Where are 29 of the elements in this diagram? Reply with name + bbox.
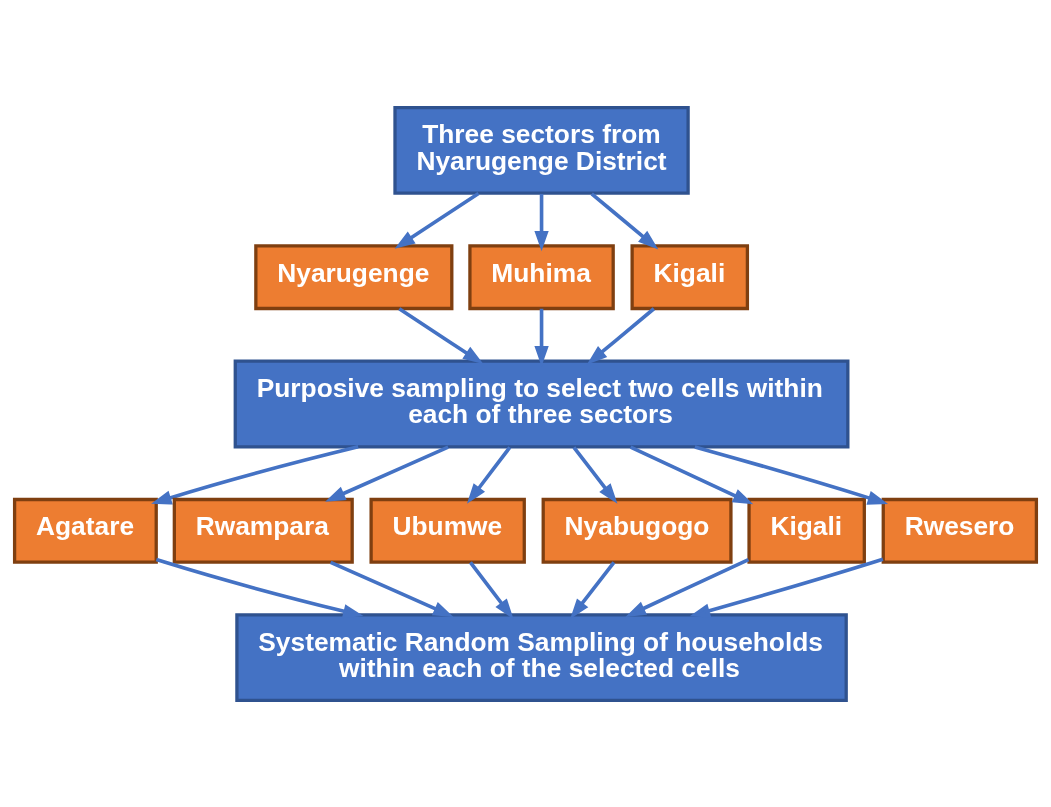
arrow (151, 444, 359, 505)
arrow (534, 193, 549, 251)
arrow (689, 557, 884, 618)
arrow (466, 445, 512, 504)
node-box: Systematic Random Sampling of households within each of the selected cells (235, 612, 848, 702)
arrow (586, 306, 656, 365)
arrow (394, 191, 480, 249)
arrow (398, 306, 484, 364)
arrow (329, 560, 454, 617)
arrow (625, 557, 750, 617)
arrow (570, 560, 616, 619)
node-box: Kigali (630, 243, 750, 310)
node-box: Three sectors from Nyarugenge District (393, 105, 690, 195)
node-box: Ubumwe (369, 497, 526, 564)
node-box: Nyabugogo (541, 497, 733, 564)
node-box: Muhima (468, 243, 615, 310)
node-box: Rwesero (881, 497, 1039, 564)
arrow (572, 445, 618, 504)
node-box: Purposive sampling to select two cells within each of three sectors (233, 359, 850, 448)
arrow (155, 557, 364, 618)
arrow (629, 444, 754, 504)
node-box: Kigali (747, 497, 866, 564)
arrow (694, 444, 889, 505)
arrow (325, 444, 449, 502)
node-box: Rwampara (172, 497, 354, 564)
node-box: Nyarugenge (254, 243, 454, 310)
node-box: Agatare (12, 497, 158, 564)
arrow (590, 191, 659, 249)
arrow (468, 560, 514, 619)
